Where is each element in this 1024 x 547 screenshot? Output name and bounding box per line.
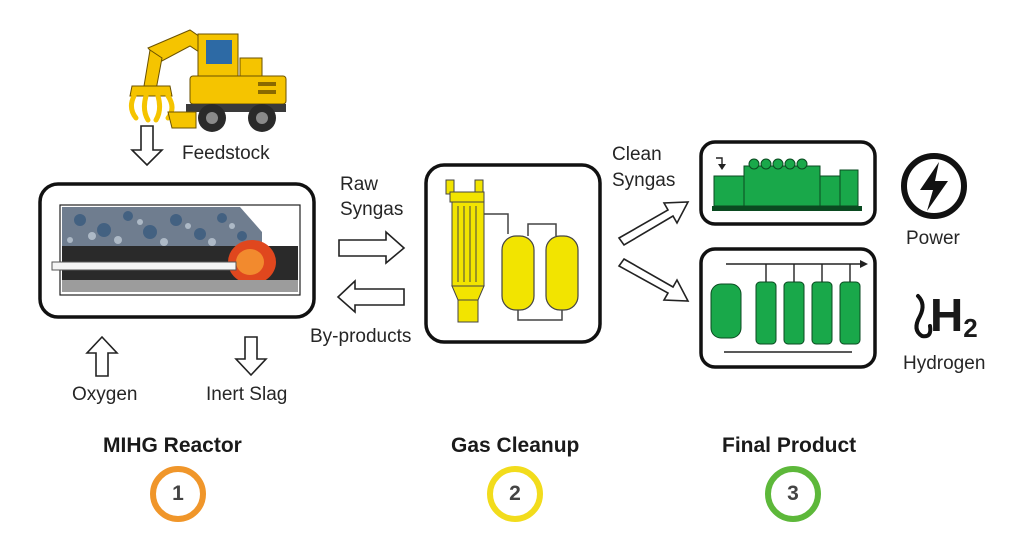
oxygen-label: Oxygen xyxy=(72,384,138,405)
excavator-icon xyxy=(128,29,287,132)
raw-syngas-label-line2: Syngas xyxy=(340,199,404,220)
feedstock-arrow xyxy=(130,125,164,167)
hydrogen-molecule-icon xyxy=(914,294,933,339)
stage-number-1: 1 xyxy=(172,482,184,505)
raw-syngas-label-line1: Raw xyxy=(340,174,379,195)
h2-symbol: H2 xyxy=(930,292,978,351)
lightning-bolt-icon xyxy=(901,153,967,219)
stage-title-reactor: MIHG Reactor xyxy=(103,434,242,457)
clean-syngas-arrow-to-power xyxy=(617,201,690,247)
stage-number-3: 3 xyxy=(787,482,799,505)
stage-badge-3 xyxy=(765,466,821,522)
h2-letter: H xyxy=(930,289,964,341)
oxygen-arrow xyxy=(85,335,119,377)
hydrogen-label: Hydrogen xyxy=(903,353,986,374)
power-generator-box xyxy=(699,140,877,226)
by-products-label: By-products xyxy=(310,326,412,347)
inert-slag-label: Inert Slag xyxy=(206,384,288,405)
power-label: Power xyxy=(906,228,960,249)
stage-title-final-product: Final Product xyxy=(722,434,857,457)
gas-cleanup-box xyxy=(424,163,602,344)
generator-icon xyxy=(712,157,862,211)
stage-title-gas-cleanup: Gas Cleanup xyxy=(451,434,580,457)
raw-syngas-arrow xyxy=(338,230,406,265)
stage-number-2: 2 xyxy=(509,482,521,505)
clean-syngas-arrow-to-hydrogen xyxy=(617,257,690,302)
inert-slag-arrow xyxy=(234,336,268,377)
hydrogen-separation-box xyxy=(699,247,877,369)
h2-subscript: 2 xyxy=(963,313,978,343)
reactor-box xyxy=(38,182,316,319)
clean-syngas-label-line2: Syngas xyxy=(612,170,676,191)
stage-badge-1 xyxy=(150,466,206,522)
clean-syngas-label-line1: Clean xyxy=(612,144,662,165)
by-products-arrow xyxy=(336,279,405,314)
feedstock-label: Feedstock xyxy=(182,143,270,164)
separator-vessels-icon xyxy=(710,260,868,353)
stage-badge-2 xyxy=(487,466,543,522)
